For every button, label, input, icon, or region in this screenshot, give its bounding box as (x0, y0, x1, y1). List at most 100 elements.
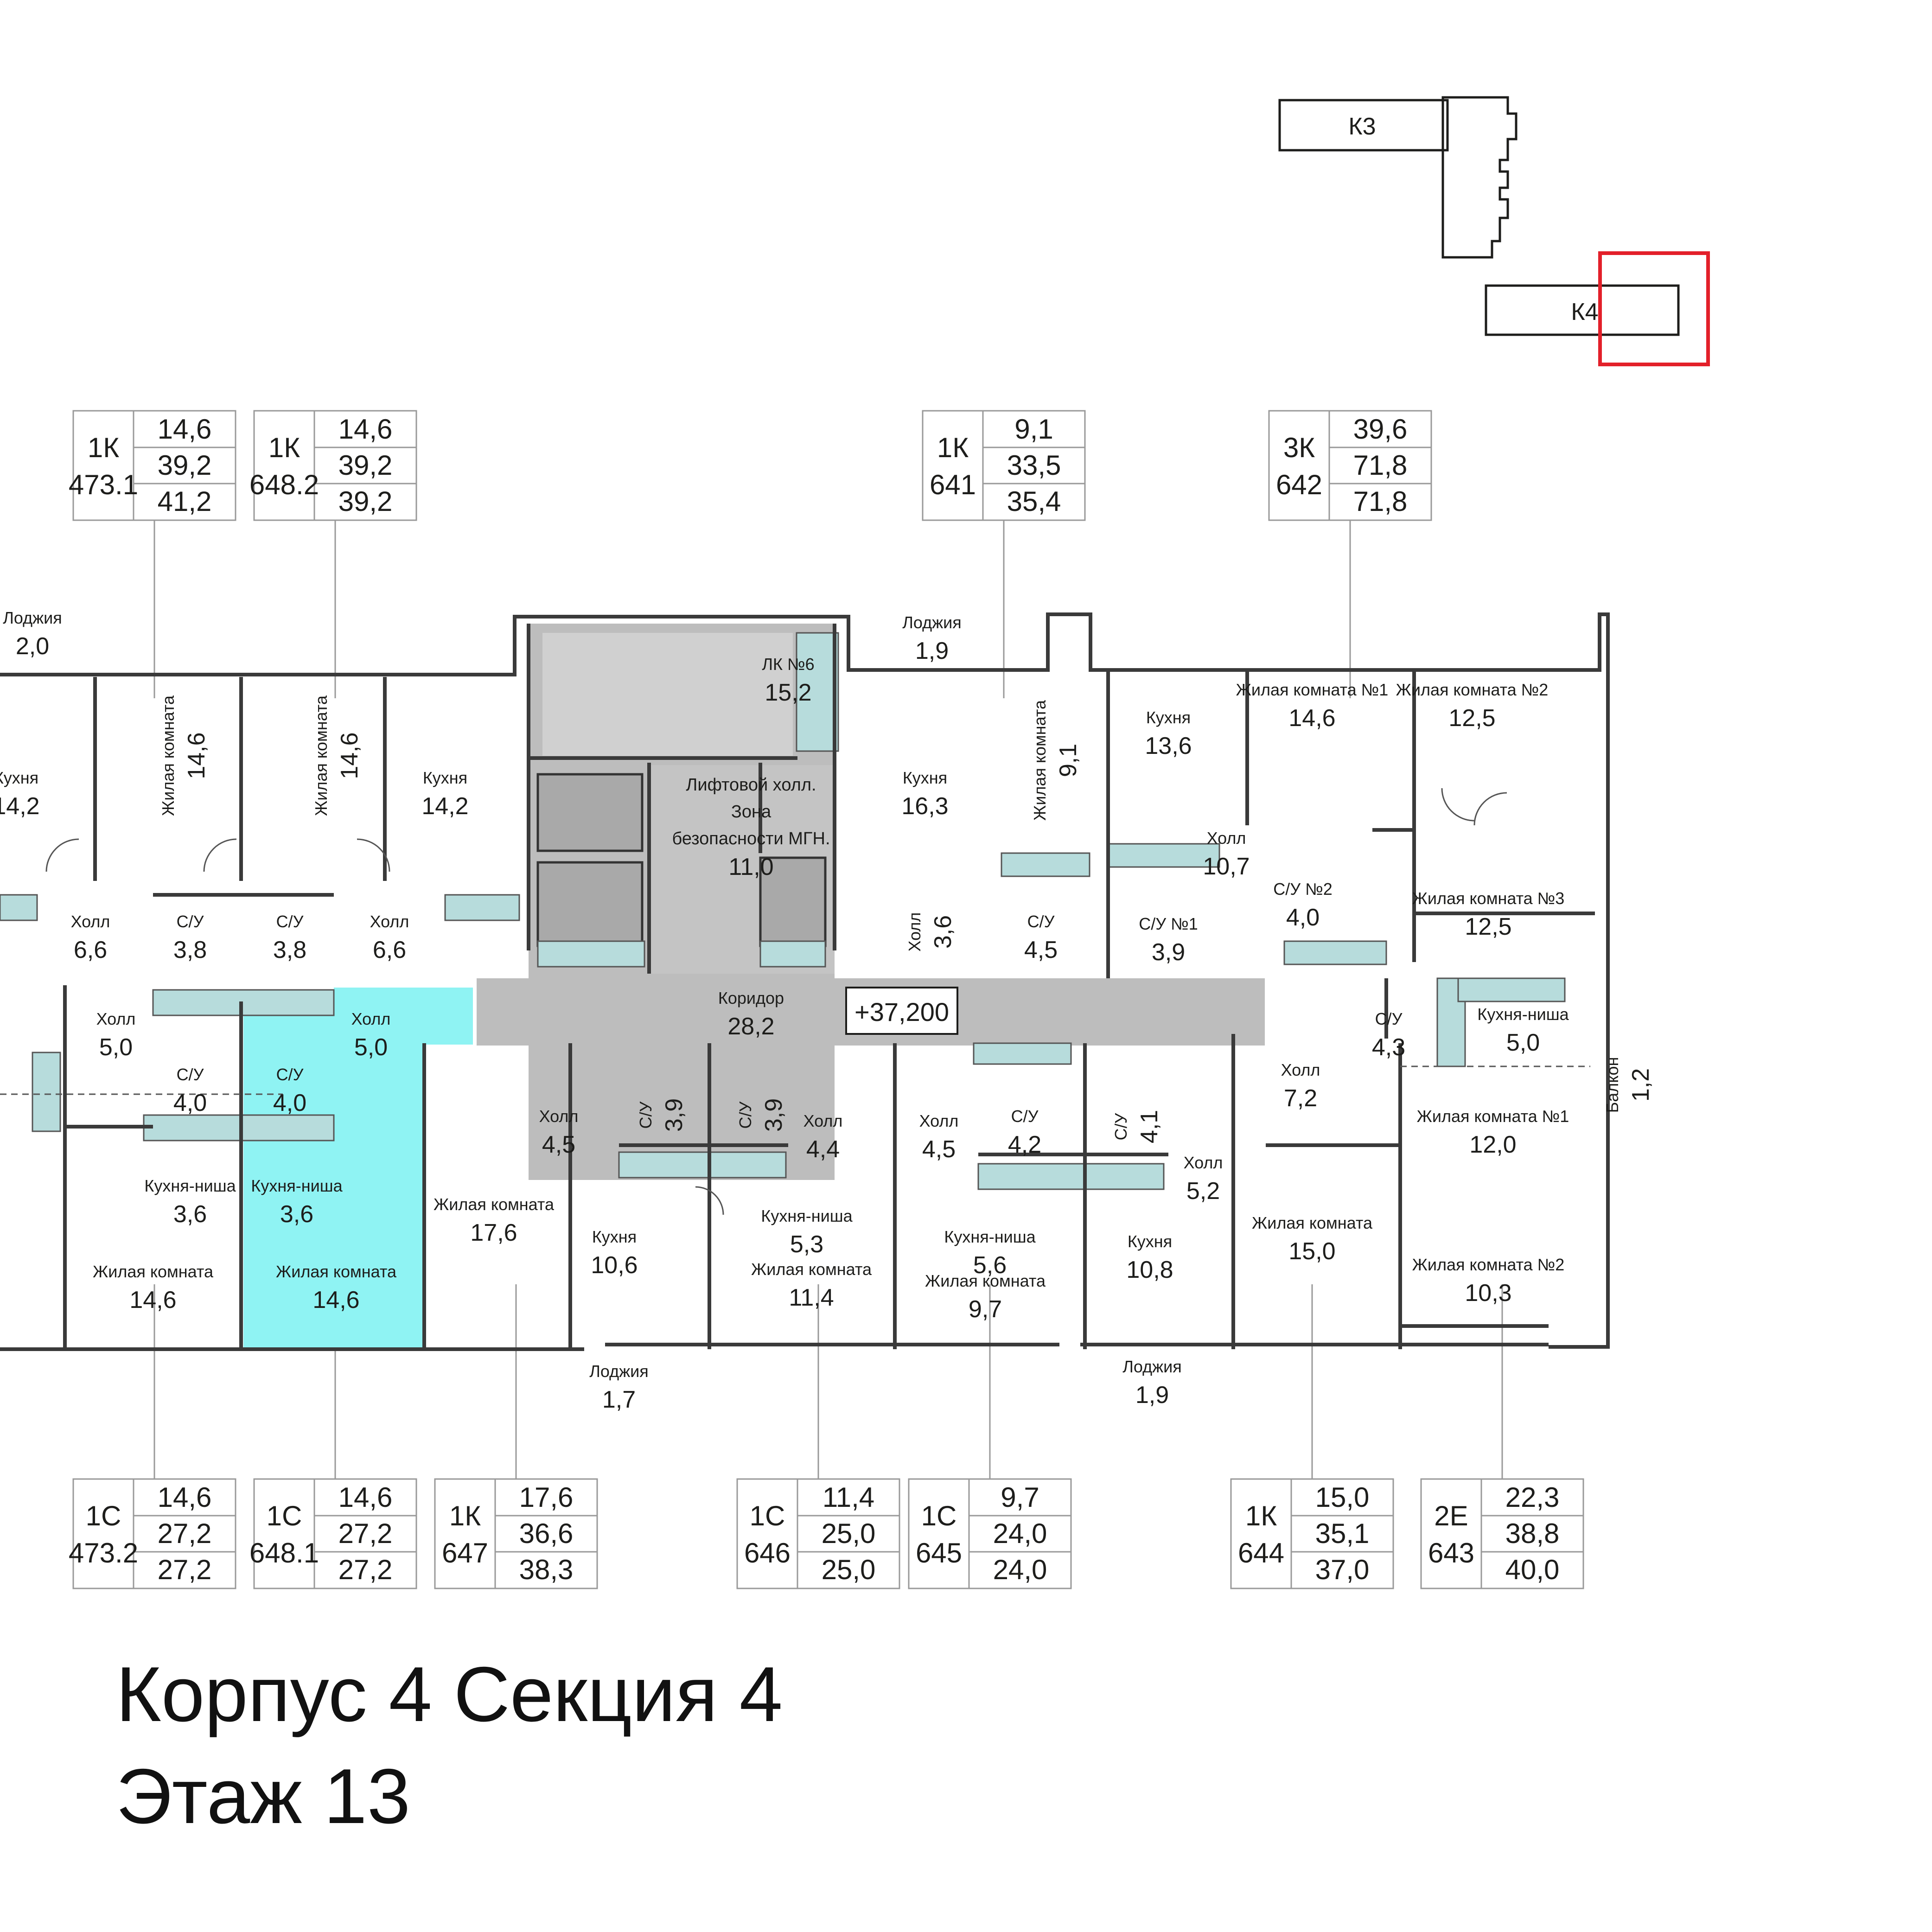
apartment-number: 647 (442, 1537, 488, 1569)
room-name: Зона (731, 802, 772, 822)
apartment-area: 27,2 (158, 1554, 212, 1585)
room-name: Кухня (1146, 708, 1191, 727)
outer-wall-top (0, 612, 1610, 1349)
room-name: С/У №2 (1273, 880, 1333, 899)
table-frame (72, 410, 236, 521)
room-area: 15,2 (765, 679, 811, 706)
selected-apartment-highlight[interactable] (243, 988, 473, 1349)
stairwell-lk6 (542, 633, 793, 756)
elevation-mark: +37,200 (854, 997, 949, 1027)
room-area: 3,6 (173, 1201, 207, 1228)
apartment-area: 33,5 (1007, 450, 1061, 481)
table-frame (72, 1478, 236, 1589)
apartment-area: 39,2 (158, 450, 212, 481)
room-area: 17,6 (470, 1219, 517, 1246)
key-plan (1278, 96, 1710, 366)
apartment-type: 3К (1283, 432, 1315, 463)
room-area: 3,8 (273, 937, 306, 963)
apartment-area: 41,2 (158, 486, 212, 517)
room-name: С/У (1111, 1112, 1130, 1140)
apartment-number: 643 (1428, 1537, 1474, 1569)
room-label: Жилая комната 14,6 (159, 695, 210, 816)
room-name: Жилая комната №3 (1412, 889, 1565, 908)
room-name: Лоджия (1122, 1357, 1182, 1376)
room-area: 12,5 (1448, 705, 1495, 732)
apartment-area: 14,6 (158, 414, 212, 445)
building-k3-block[interactable] (1278, 99, 1449, 152)
room-name: Кухня (592, 1227, 637, 1246)
room-area: 13,6 (1145, 733, 1192, 759)
fixture (537, 940, 645, 968)
room-area: 11,0 (728, 854, 773, 880)
apartment-area: 9,1 (1014, 414, 1053, 445)
apartment-type: 1С (921, 1500, 957, 1531)
apartment-area: 27,2 (338, 1554, 393, 1585)
room-name: Холл (96, 1009, 136, 1028)
apartment-type: 1К (1245, 1500, 1277, 1531)
apartment-area: 71,8 (1353, 450, 1408, 481)
apartment-type: 1С (267, 1500, 302, 1531)
apartment-area: 14,6 (338, 414, 393, 445)
room-area: 1,7 (602, 1386, 636, 1413)
room-area: 1,9 (1135, 1382, 1169, 1409)
room-area: 14,6 (183, 732, 210, 779)
room-name: Холл (539, 1107, 579, 1126)
apartment-type: 1К (449, 1500, 481, 1531)
room-area: 9,1 (1055, 744, 1082, 777)
room-label: С/У4,2 (1008, 1107, 1041, 1158)
apartment-area: 71,8 (1353, 486, 1408, 517)
room-name: Жилая комната (159, 695, 178, 816)
apartment-area: 40,0 (1505, 1554, 1560, 1585)
room-name: Кухня-ниша (144, 1176, 236, 1195)
apartment-number: 644 (1238, 1537, 1284, 1569)
fixture (1001, 852, 1090, 877)
k4-highlight-frame (1598, 251, 1710, 366)
room-area: 11,4 (789, 1284, 834, 1311)
room-name: С/У №1 (1139, 914, 1198, 933)
room-area: 3,6 (280, 1201, 313, 1228)
room-area: 7,2 (1284, 1085, 1317, 1112)
room-name: С/У (1375, 1009, 1403, 1028)
room-area: 1,9 (915, 638, 949, 664)
elevation-box (845, 987, 958, 1035)
apartment-area: 9,7 (1001, 1482, 1039, 1513)
room-area: 10,8 (1126, 1256, 1173, 1283)
core-walls (527, 624, 836, 974)
apartment-table[interactable]: 3К 642 39,6 71,8 71,8 (1268, 410, 1432, 698)
apartment-area: 39,6 (1353, 414, 1408, 445)
room-name: С/У (1011, 1107, 1039, 1126)
apartment-area: 39,2 (338, 486, 393, 517)
room-area: 12,5 (1465, 913, 1511, 940)
apartment-area: 36,6 (519, 1518, 574, 1549)
room-name: Холл (919, 1111, 959, 1130)
room-area: 6,6 (373, 937, 406, 963)
room-name: С/У (736, 1101, 755, 1129)
room-name: Кухня (903, 768, 947, 787)
building-k4-block[interactable] (1485, 284, 1680, 336)
room-area: 4,5 (542, 1131, 575, 1158)
room-label: С/У3,8 (273, 912, 306, 963)
apartment-number: 642 (1276, 469, 1322, 500)
apartment-area: 37,0 (1315, 1554, 1370, 1585)
